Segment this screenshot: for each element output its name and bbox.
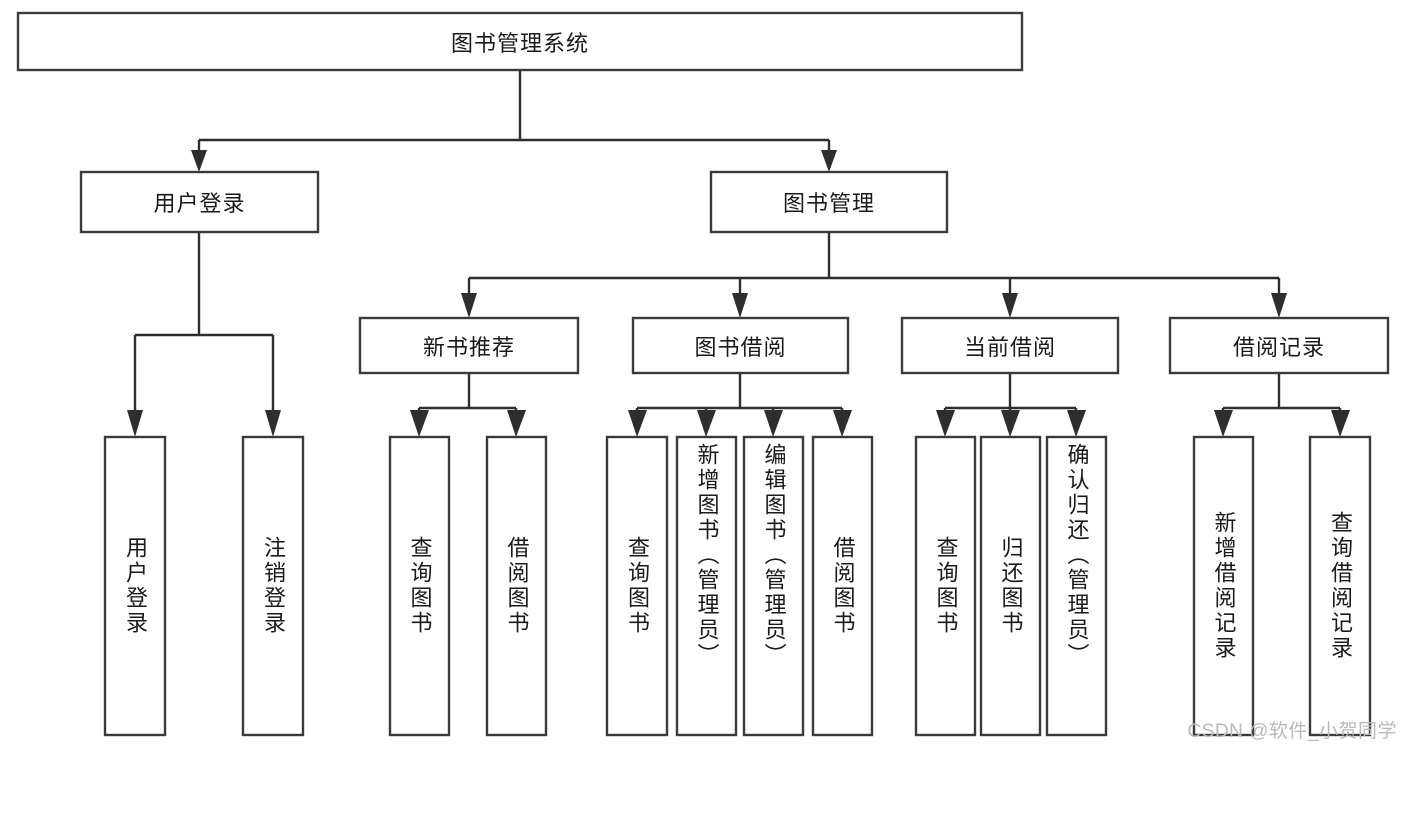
arrow-to-borrow-record	[1271, 293, 1287, 318]
arrow-to-leaf-user-login	[127, 410, 143, 437]
arrow-bb-query-book	[628, 410, 647, 437]
arrow-br-query-record	[1331, 410, 1350, 437]
node-box-leaf[interactable]	[979, 435, 1042, 737]
connector-group-book-manage	[461, 232, 1287, 318]
arrow-nbr-borrow-book	[507, 410, 526, 437]
node-box-leaf[interactable]	[241, 435, 305, 737]
arrow-nbr-query-book	[410, 410, 429, 437]
arrow-to-user-login	[191, 150, 207, 172]
node-box-leaf[interactable]	[1308, 435, 1372, 737]
arrow-to-current-borrow	[1002, 293, 1018, 318]
node-box-leaf[interactable]	[485, 435, 548, 737]
node-box-user-login[interactable]	[79, 170, 320, 234]
node-box-root[interactable]	[16, 11, 1024, 72]
node-box-leaf[interactable]	[388, 435, 451, 737]
node-box-leaf[interactable]	[1045, 435, 1108, 737]
node-box-current-borrow[interactable]	[900, 316, 1120, 375]
arrow-to-leaf-logout	[265, 410, 281, 437]
arrow-to-book-manage	[821, 150, 837, 172]
node-box-leaf[interactable]	[103, 435, 167, 737]
node-box-new-book-recommend[interactable]	[358, 316, 580, 375]
node-box-leaf[interactable]	[811, 435, 874, 737]
node-box-leaf[interactable]	[914, 435, 977, 737]
arrow-bb-borrow-book	[833, 410, 852, 437]
arrow-cb-query-book	[936, 410, 955, 437]
node-box-leaf[interactable]	[675, 435, 738, 737]
arrow-cb-confirm-return	[1067, 410, 1086, 437]
arrow-bb-add-book	[697, 410, 716, 437]
org-chart-diagram	[16, 11, 1390, 737]
connector-group-current-borrow	[936, 373, 1086, 437]
arrow-to-book-borrow	[732, 293, 748, 318]
node-box-borrow-record[interactable]	[1168, 316, 1390, 375]
node-box-leaf[interactable]	[605, 435, 669, 737]
connector-group-new-book-rec	[410, 373, 526, 437]
node-box-book-management[interactable]	[709, 170, 949, 234]
arrow-br-add-record	[1214, 410, 1233, 437]
connector-group-book-borrow	[628, 373, 852, 437]
node-box-book-borrow[interactable]	[631, 316, 850, 375]
node-box-leaf[interactable]	[742, 435, 805, 737]
leaf-box-group	[103, 435, 1372, 737]
connector-group-borrow-record	[1214, 373, 1350, 437]
node-box-leaf[interactable]	[1192, 435, 1255, 737]
arrow-bb-edit-book	[764, 410, 783, 437]
arrow-cb-return-book	[1001, 410, 1020, 437]
arrow-to-new-book-rec	[461, 293, 477, 318]
connector-group-user-login	[127, 232, 281, 437]
connector-group-root	[191, 70, 837, 172]
